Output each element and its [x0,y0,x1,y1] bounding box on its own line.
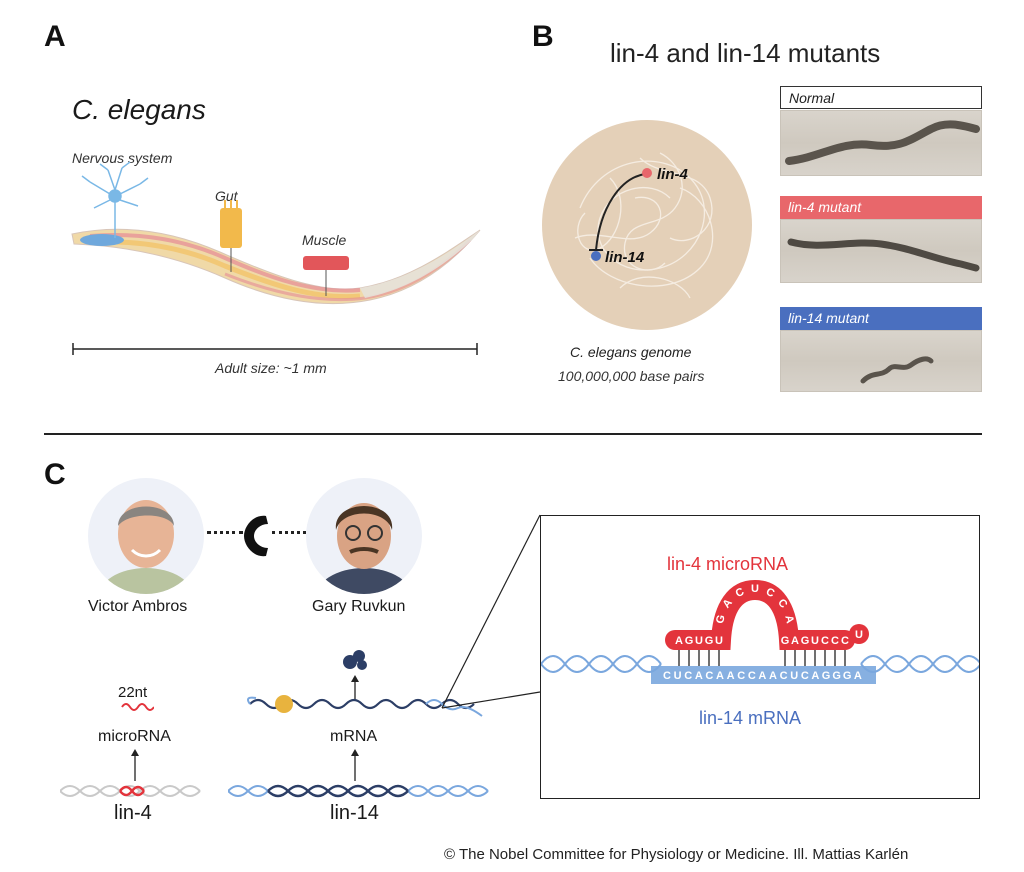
muscle-label: Muscle [302,232,347,248]
species-title: C. elegans [72,94,206,125]
panel-a-label: A [44,20,66,53]
person1-name: Victor Ambros [88,598,188,615]
neuron-icon [81,161,149,238]
arrow-up-lin14 [351,749,359,781]
mrna-nt: G [843,670,852,682]
mirna-right-nt: C [831,635,839,647]
avatar-victor-ambros [88,478,204,594]
mrna-nt: A [811,670,819,682]
mirna-loop-nt: U [751,583,759,595]
genome-lin4-label: lin-4 [657,166,688,183]
genome-circle: lin-4 lin-14 [542,120,752,330]
mirna-left-nt: U [715,635,723,647]
normal-label: Normal [780,86,982,109]
ribosome-icon [275,695,293,713]
mrna-nt: A [854,670,862,682]
gut-icon [220,200,242,272]
lin14-locus-dot [591,251,601,261]
dotted-line-left [207,531,243,534]
mrna-nt: C [684,670,692,682]
lin4-mutant-label: lin-4 mutant [780,196,982,219]
genome-size: 100,000,000 base pairs [558,368,705,384]
microrna-label: microRNA [98,728,171,745]
mrna-nt: G [822,670,831,682]
mirna-right-nt: U [811,635,819,647]
mirna-right-nt: C [841,635,849,647]
dotted-line-right [272,531,306,534]
mirna-left-nt: A [675,635,683,647]
mrna-nt: A [695,670,703,682]
mrna-strand [247,695,483,717]
adult-size-label: Adult size: ~1 mm [215,360,327,376]
mirna-left-nt: G [705,635,714,647]
lin14-mutant-label: lin-14 mutant [780,307,982,330]
mrna-nt: A [727,670,735,682]
mirna-left-nt: G [685,635,694,647]
panel-b-label: B [532,20,554,53]
mrna-nt: A [769,670,777,682]
size-scale-bar [72,343,478,355]
lin4-mutant-worm-photo [780,219,982,283]
nervous-system-label: Nervous system [72,150,173,166]
phone-icon [244,515,268,557]
arrow-up-lin4 [131,749,139,781]
mrna-nt: C [705,670,713,682]
credit-line: © The Nobel Committee for Physiology or … [444,846,909,863]
mirna-right-nt: A [791,635,799,647]
zoom-connector [441,514,541,709]
arrow-up-protein [351,675,359,701]
mrna-label: mRNA [330,728,378,745]
microrna-squiggle [121,703,154,711]
mrna-nt: C [801,670,809,682]
mrna-nt: C [663,670,671,682]
mirna-loop-nt: A [782,614,795,624]
genome-title: C. elegans genome [570,344,692,360]
mirna-left-nt: U [695,635,703,647]
lin14-gene-label: lin-14 [330,802,379,824]
normal-worm-photo [780,110,982,176]
zoom-mrna-label: lin-14 mRNA [699,708,802,728]
muscle-icon [303,256,349,296]
lin4-locus-dot [642,168,652,178]
avatar-gary-ruvkun [306,478,422,594]
worm-illustration [71,161,481,305]
nt-label: 22nt [118,684,148,701]
zoom-mirna-title: lin-4 microRNA [667,554,789,574]
mrna-nt: A [758,670,766,682]
lin4-dna-helix [60,785,201,797]
lin4-gene-label: lin-4 [114,802,152,824]
panel-b-title: lin-4 and lin-14 mutants [610,38,881,68]
section-divider [44,433,982,435]
person2-name: Gary Ruvkun [312,598,406,615]
mrna-nt: U [790,670,798,682]
mrna-nt: C [737,670,745,682]
mrna-nt: G [832,670,841,682]
mirna-loop-nt: G [714,614,728,625]
nerve-ring [80,234,124,246]
panel-c-label: C [44,458,66,491]
lin14-dna-helix [228,784,489,798]
mirna-right-nt: U [855,629,863,641]
mirna-right-nt: G [801,635,810,647]
mirna-right-nt: G [781,635,790,647]
genome-lin14-label: lin-14 [605,249,645,266]
protein-icon [343,650,367,670]
mrna-nt: C [748,670,756,682]
mrna-nt: A [716,670,724,682]
mirna-right-nt: C [821,635,829,647]
lin14-mutant-worm-photo [780,330,982,392]
mrna-nt: U [674,670,682,682]
mrna-nt: C [780,670,788,682]
